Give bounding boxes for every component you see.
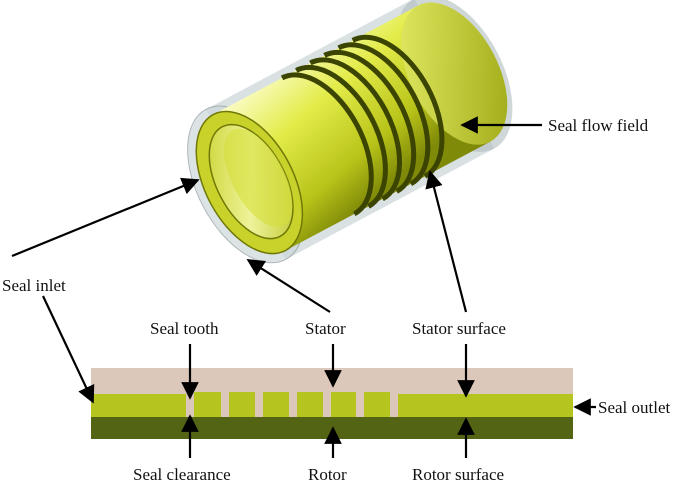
flow-field-layer: [91, 394, 573, 417]
cylinder-3d: [187, 0, 513, 264]
label-seal-flow-field: Seal flow field: [548, 116, 649, 135]
label-rotor: Rotor: [308, 465, 347, 484]
arrow-stator-shell: [246, 259, 331, 313]
flow-field-cylinder: [195, 2, 508, 255]
label-seal-outlet: Seal outlet: [598, 398, 671, 417]
label-seal-inlet: Seal inlet: [2, 276, 66, 295]
label-seal-clearance: Seal clearance: [133, 465, 231, 484]
arrows: [11, 116, 596, 458]
label-stator: Stator: [305, 319, 346, 338]
label-stator-surface: Stator surface: [412, 319, 506, 338]
arrow-stator-surface-upper: [425, 170, 468, 313]
tooth-cavities: [194, 392, 390, 395]
label-seal-tooth: Seal tooth: [150, 319, 219, 338]
label-rotor-surface: Rotor surface: [412, 465, 504, 484]
seal-teeth: [186, 392, 398, 417]
arrow-seal-inlet-lower: [42, 295, 95, 404]
seal-teeth-grooves: [280, 34, 445, 217]
arrow-seal-inlet-upper: [11, 177, 200, 258]
